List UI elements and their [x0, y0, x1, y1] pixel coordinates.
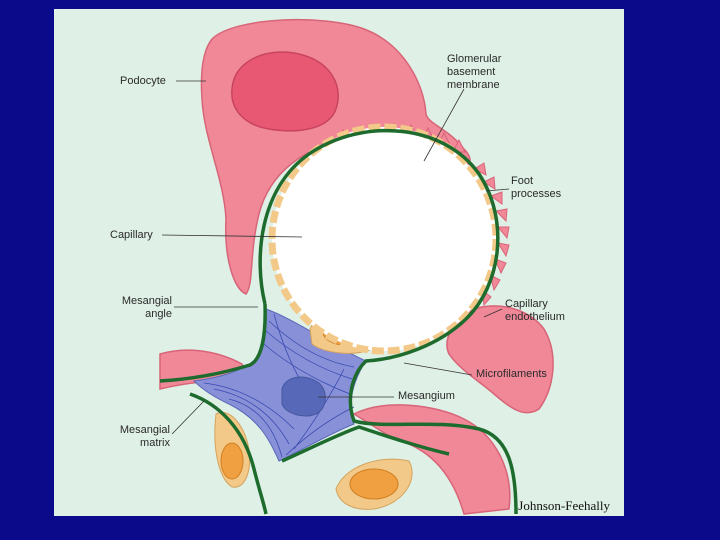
- credit-text: Johnson-Feehally: [518, 498, 610, 513]
- leader-capillary-endothelium: [483, 308, 503, 318]
- label-podocyte: Podocyte: [120, 75, 166, 87]
- label-capillary: Capillary: [110, 229, 153, 241]
- podocyte-nucleus: [231, 51, 339, 132]
- glomerular-basement-membrane-bottom: [281, 425, 450, 463]
- leader-mesangial-matrix: [171, 400, 205, 435]
- leader-capillary: [161, 234, 303, 238]
- endothelial-nucleus-lower: [349, 468, 399, 500]
- label-mesangial-angle: Mesangial angle: [121, 295, 172, 320]
- glomerulus-diagram: [159, 18, 554, 515]
- lower-podocyte-right: [446, 305, 554, 414]
- glomerular-basement-membrane-left: [159, 303, 267, 383]
- leader-lines: [161, 80, 510, 435]
- label-capillary-endothelium: Capillary endothelium: [505, 298, 565, 323]
- glomerular-basement-membrane: [258, 128, 518, 515]
- label-foot-processes: Foot processes: [511, 175, 562, 200]
- label-microfilaments: Microfilaments: [476, 368, 547, 380]
- capillary-lumen: [272, 127, 496, 351]
- label-mesangium: Mesangium: [398, 390, 455, 402]
- endothelial-nucleus-left: [220, 442, 244, 480]
- lower-podocyte-bottom: [352, 404, 511, 515]
- leader-gbm: [423, 88, 465, 162]
- leader-foot-processes: [485, 188, 510, 192]
- label-mesangial-matrix: Mesangial matrix: [119, 424, 170, 449]
- leader-microfilaments: [403, 362, 473, 376]
- glomerular-basement-membrane-lower: [189, 392, 268, 515]
- mesangial-nucleus: [281, 376, 326, 417]
- capillary-endothelium: [268, 123, 500, 355]
- diagram-panel: Podocyte Glomerular basement membrane Fo…: [54, 9, 624, 516]
- label-glomerular-basement-membrane: Glomerular basement membrane: [447, 53, 502, 91]
